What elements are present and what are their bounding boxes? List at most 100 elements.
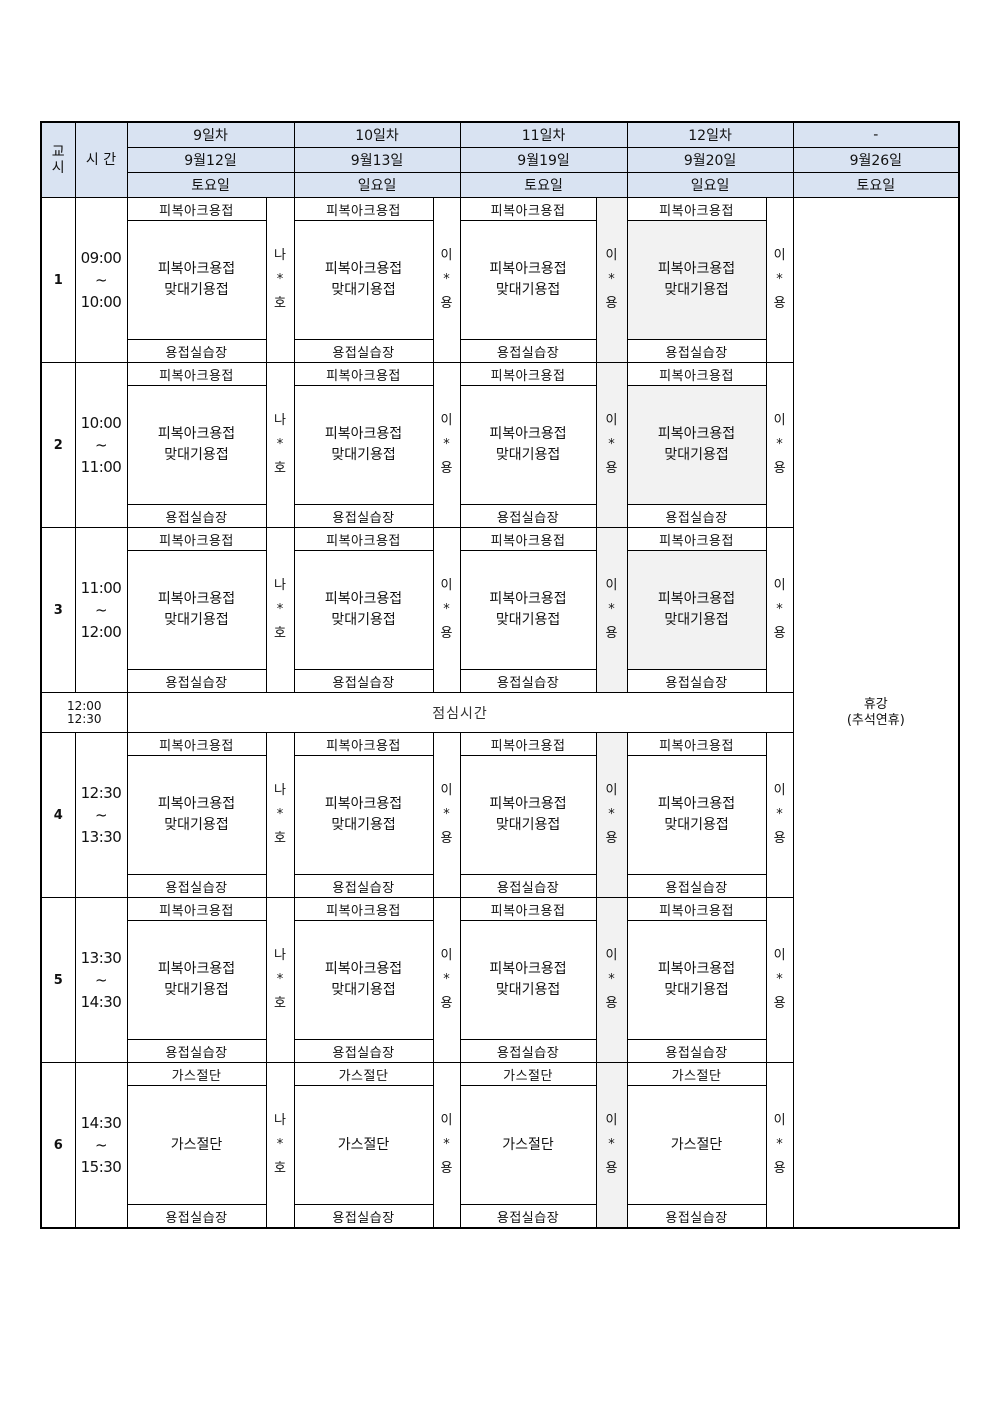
header-row-day: 교 시 시 간 9일차 10일차 11일차 12일차 -	[40, 121, 961, 198]
place-cell: 용접실습장	[126, 874, 267, 898]
time-start: 14:30	[80, 1114, 122, 1132]
teacher-cell: 이*용	[432, 362, 461, 528]
teacher-cell: 이*용	[765, 1062, 794, 1229]
place-cell: 용접실습장	[126, 1039, 267, 1063]
teacher-cell: 나*호	[265, 527, 295, 693]
teacher-cell: 이*용	[595, 527, 628, 693]
place-cell: 용접실습장	[293, 504, 434, 528]
teacher-cell: 이*용	[765, 362, 794, 528]
teacher-cell: 나*호	[265, 897, 295, 1063]
place-cell: 용접실습장	[293, 339, 434, 363]
subject-detail: 가스절단	[626, 1085, 767, 1205]
time-end: 10:00	[80, 293, 122, 311]
day-header: -	[792, 121, 961, 148]
header-row-date: 9월12일 9월13일 9월19일 9월20일 9월26일	[41, 147, 961, 173]
teacher-cell: 이*용	[765, 732, 794, 898]
date-header: 9월20일	[626, 147, 794, 173]
place-cell: 용접실습장	[126, 504, 267, 528]
time-end: 15:30	[80, 1158, 122, 1176]
teacher-cell: 나*호	[265, 197, 295, 363]
weekday-header: 일요일	[626, 172, 794, 198]
time-end: 12:00	[80, 623, 122, 641]
place-cell: 용접실습장	[126, 339, 267, 363]
place-cell: 용접실습장	[126, 1204, 267, 1229]
subject-title: 피복아크용접	[293, 897, 434, 921]
subject-title: 피복아크용접	[626, 362, 767, 386]
weekday-header: 토요일	[459, 172, 628, 198]
subject-title: 피복아크용접	[459, 732, 597, 756]
place-cell: 용접실습장	[126, 669, 267, 693]
time-start: 10:00	[80, 414, 122, 432]
date-header: 9월26일	[792, 147, 961, 173]
subject-title: 가스절단	[459, 1062, 597, 1086]
teacher-cell: 이*용	[595, 1062, 628, 1229]
teacher-cell: 나*호	[265, 1062, 295, 1229]
time-end: 14:30	[80, 993, 122, 1011]
subject-title: 피복아크용접	[126, 897, 267, 921]
teacher-cell: 이*용	[765, 897, 794, 1063]
subject-title: 피복아크용접	[126, 197, 267, 221]
subject-title: 피복아크용접	[293, 732, 434, 756]
time-separator: ~	[94, 806, 108, 824]
place-cell: 용접실습장	[459, 504, 597, 528]
subject-title: 가스절단	[126, 1062, 267, 1086]
place-cell: 용접실습장	[459, 339, 597, 363]
time-start: 11:00	[80, 579, 122, 597]
time-separator: ~	[94, 271, 108, 289]
day-header: 12일차	[626, 121, 794, 148]
subject-title: 피복아크용접	[626, 732, 767, 756]
subject-title: 피복아크용접	[459, 897, 597, 921]
time-start: 09:00	[80, 249, 122, 267]
place-cell: 용접실습장	[626, 339, 767, 363]
holiday-cell: 휴강(추석연휴)	[792, 197, 961, 1229]
place-cell: 용접실습장	[459, 874, 597, 898]
time-separator: ~	[94, 436, 108, 454]
period-number: 6	[40, 1062, 76, 1229]
date-header: 9월12일	[126, 147, 295, 173]
subject-title: 피복아크용접	[459, 527, 597, 551]
teacher-cell: 이*용	[432, 197, 461, 363]
period-number: 3	[40, 527, 76, 693]
holiday-label: 휴강	[863, 696, 888, 712]
period-time: 13:30 ~14:30	[74, 897, 128, 1063]
subject-detail: 가스절단	[459, 1085, 597, 1205]
date-header: 9월19일	[459, 147, 628, 173]
time-start: 13:30	[80, 949, 122, 967]
period-time: 12:30~13:30	[74, 732, 128, 898]
time-separator: ~	[94, 971, 108, 989]
teacher-cell: 이*용	[432, 897, 461, 1063]
teacher-cell: 이*용	[595, 732, 628, 898]
teacher-cell: 나*호	[265, 362, 295, 528]
subject-title: 피복아크용접	[459, 197, 597, 221]
day-header: 11일차	[459, 121, 628, 148]
schedule-body: 교 시 시 간 9일차 10일차 11일차 12일차 - 9월12일 9월13일…	[40, 121, 961, 1229]
period-number: 1	[40, 197, 76, 363]
teacher-cell: 이*용	[432, 732, 461, 898]
time-separator: ~	[94, 601, 108, 619]
place-cell: 용접실습장	[293, 1204, 434, 1229]
place-cell: 용접실습장	[293, 874, 434, 898]
place-cell: 용접실습장	[459, 669, 597, 693]
